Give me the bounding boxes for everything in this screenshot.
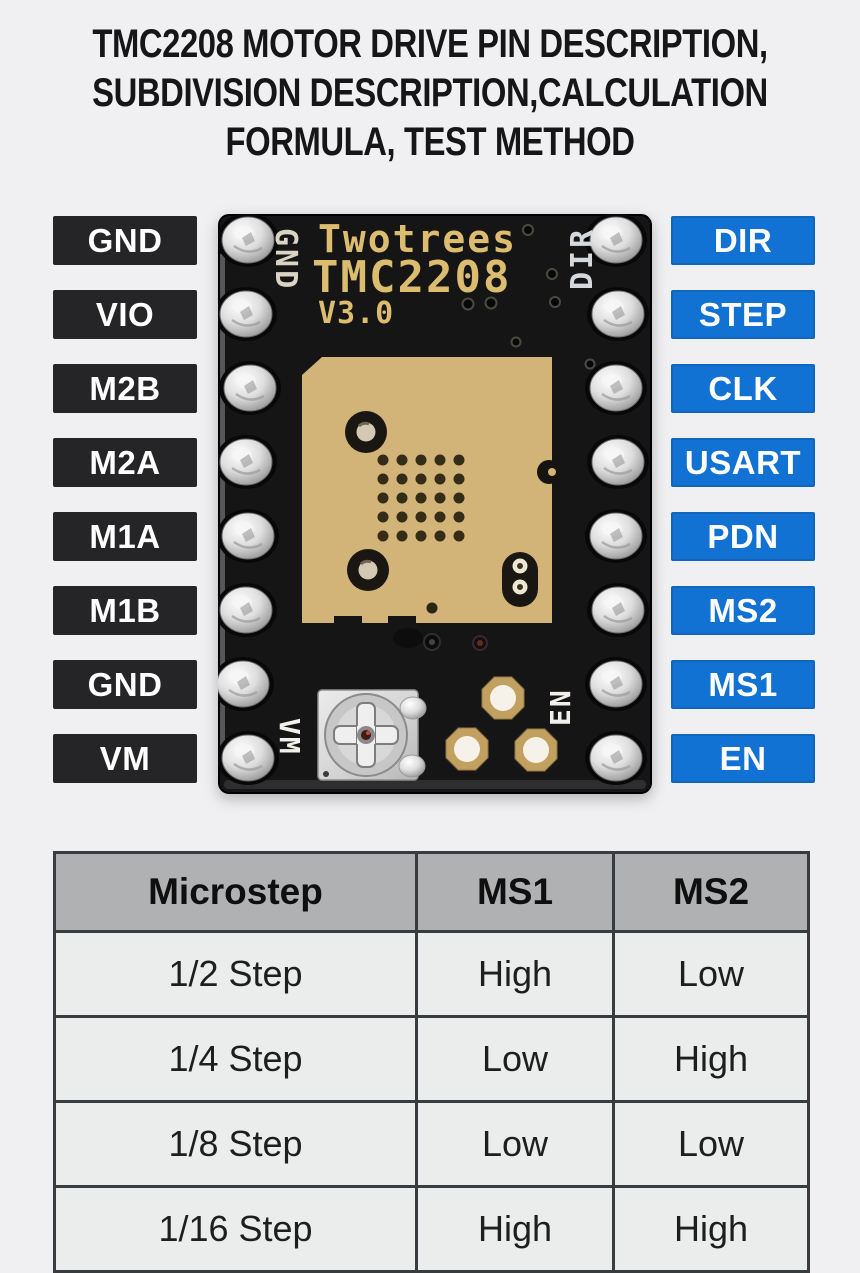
pin-label-ms1: MS1 [671,660,815,709]
board-photo: Twotrees TMC2208 V3.0 GND DIR VM EN [218,214,652,794]
mounting-hole [347,549,389,591]
through-hole [423,633,488,651]
pin-label-ms2: MS2 [671,586,815,635]
table-cell: Low [612,1100,810,1188]
col-header-ms2: MS2 [612,851,810,933]
title-line-1: TMC2208 MOTOR DRIVE PIN DESCRIPTION, [92,22,768,66]
thermal-via-grid [377,454,465,542]
pin-label-text: VIO [95,295,155,333]
silkscreen-dir: DIR [565,227,600,290]
table-cell: 1/4 Step [53,1015,418,1103]
pin-label-text: MS2 [708,591,778,629]
pin-label-text: CLK [708,369,778,407]
pin-label-m1a: M1A [53,512,197,561]
pin-label-text: M1A [89,517,161,555]
pcb-left-bevel [220,254,225,754]
table-cell: 1/2 Step [53,930,418,1018]
table-cell: Low [415,1015,615,1103]
table-cell: High [612,1015,810,1103]
pin-label-text: M2A [89,443,161,481]
table-cell: 1/8 Step [53,1100,418,1188]
table-cell: Low [415,1100,615,1188]
table-cell: High [415,930,615,1018]
pin-label-vio: VIO [53,290,197,339]
table-header-row: Microstep MS1 MS2 [53,851,810,933]
pin-label-text: MS1 [708,665,778,703]
model-text: TMC2208 [312,252,511,303]
pill-cutout [502,552,538,607]
pin-label-clk: CLK [671,364,815,413]
pin-label-en: EN [671,734,815,783]
col-header-microstep: Microstep [53,851,418,933]
table-cell: Low [612,930,810,1018]
pin-label-gnd-2: GND [53,660,197,709]
hex-pad [481,676,525,720]
pin-label-pdn: PDN [671,512,815,561]
hex-pad [445,727,489,771]
pin-label-text: M1B [89,591,161,629]
pin-label-text: VM [99,739,151,777]
pad-dot [426,602,438,614]
table-cell: High [612,1185,810,1273]
pin-label-m2a: M2A [53,438,197,487]
pcb-bottom-bevel [224,780,646,789]
title-line-3: FORMULA, TEST METHOD [225,120,635,164]
pin-label-text: PDN [707,517,779,555]
silkscreen-vm: VM [273,718,306,756]
pin-label-m1b: M1B [53,586,197,635]
via-cluster [461,224,596,370]
table-row: 1/8 Step Low Low [53,1100,810,1188]
version-text: V3.0 [318,296,394,331]
pin-label-text: M2B [89,369,161,407]
pin-label-text: DIR [713,221,773,259]
brand-text: Twotrees [318,217,517,261]
col-header-ms1: MS1 [415,851,615,933]
pin-label-text: GND [87,665,163,703]
table-row: 1/4 Step Low High [53,1015,810,1103]
pin-label-m2b: M2B [53,364,197,413]
hex-pad [514,728,558,772]
table-row: 1/16 Step High High [53,1185,810,1273]
smudge [393,628,423,648]
page-title: TMC2208 MOTOR DRIVE PIN DESCRIPTION, SUB… [77,20,782,167]
table-cell: 1/16 Step [53,1185,418,1273]
table-cell: High [415,1185,615,1273]
table-row: 1/2 Step High Low [53,930,810,1018]
pin-label-text: STEP [698,295,788,333]
silkscreen-en: EN [544,688,577,726]
silkscreen-gnd: GND [268,228,303,291]
pin-label-step: STEP [671,290,815,339]
microstep-table: Microstep MS1 MS2 1/2 Step High Low 1/4 … [53,851,810,1273]
title-line-2: SUBDIVISION DESCRIPTION,CALCULATION [92,71,768,115]
pin-label-text: GND [87,221,163,259]
pin-label-gnd-1: GND [53,216,197,265]
pin-label-usart: USART [671,438,815,487]
pin-label-text: USART [684,443,802,481]
pin-label-text: EN [719,739,767,777]
pin-label-vm: VM [53,734,197,783]
mounting-hole [345,411,387,453]
potentiometer [317,689,427,781]
pin-label-dir: DIR [671,216,815,265]
